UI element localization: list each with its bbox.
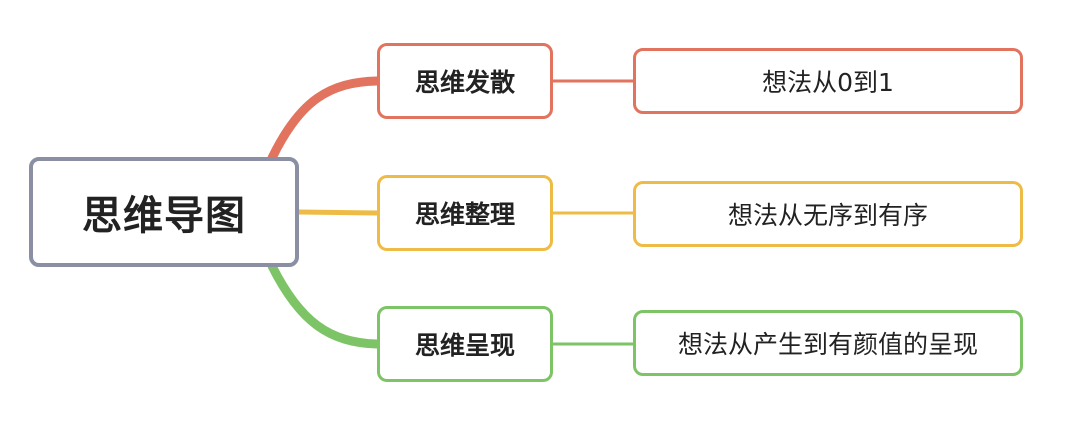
root-label: 思维导图	[82, 193, 246, 239]
branch-node-1: 思维发散	[377, 43, 553, 119]
root-node: 思维导图	[29, 157, 299, 267]
leaf-label-3: 想法从产生到有颜值的呈现	[677, 330, 978, 359]
leaf-node-1: 想法从0到1	[633, 48, 1023, 114]
connector-root-branch-1	[267, 76, 382, 163]
branch-label-1: 思维发散	[414, 68, 515, 97]
branch-label-3: 思维呈现	[414, 331, 515, 360]
leaf-label-2: 想法从无序到有序	[727, 201, 928, 230]
leaf-label-1: 想法从0到1	[762, 68, 894, 97]
branch-node-2: 思维整理	[377, 175, 553, 251]
connector-root-branch-2	[296, 209, 380, 216]
connector-root-branch-3	[267, 261, 382, 349]
leaf-node-3: 想法从产生到有颜值的呈现	[633, 310, 1023, 376]
leaf-node-2: 想法从无序到有序	[633, 181, 1023, 247]
branch-label-2: 思维整理	[414, 200, 515, 229]
branch-node-3: 思维呈现	[377, 306, 553, 382]
